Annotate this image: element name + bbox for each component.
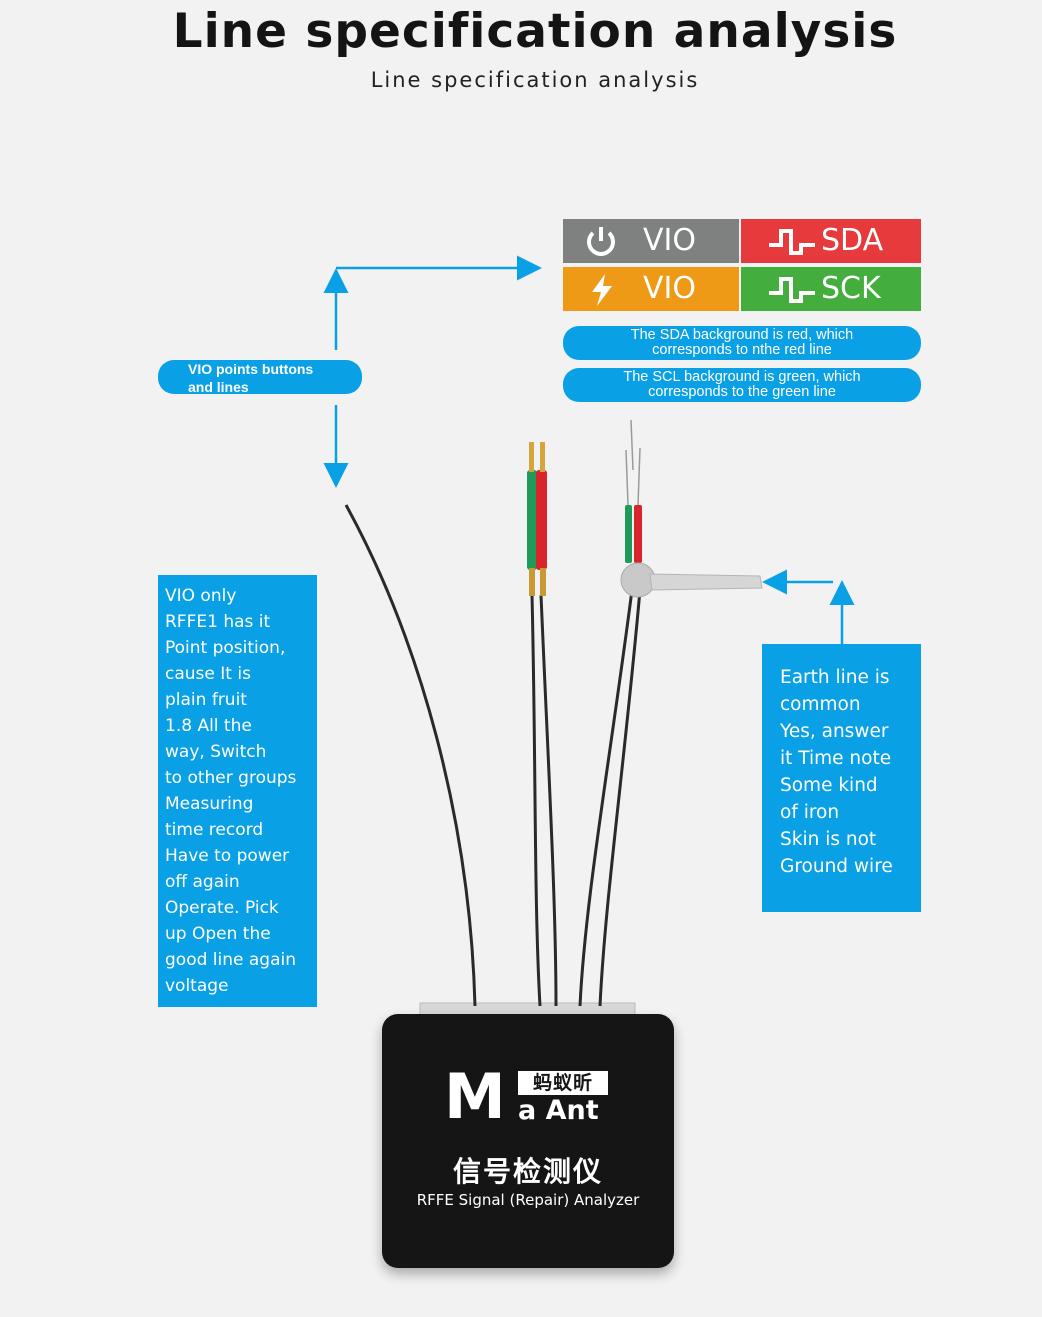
legend-label: SCK — [821, 271, 881, 306]
scl-callout: The SCL background is green, which corre… — [563, 368, 921, 402]
cable-right-a — [578, 589, 634, 1007]
legend-sck: SCK — [741, 267, 921, 311]
legend-sda: SDA — [741, 219, 921, 263]
ground-braid — [649, 573, 763, 591]
page-title: Line specification analysis — [172, 4, 898, 59]
power-icon — [587, 227, 615, 256]
probe-wire-red — [539, 594, 558, 1007]
legend-label: VIO — [643, 271, 696, 306]
logo-letter: M — [444, 1060, 506, 1133]
vio-wire — [344, 504, 477, 1007]
arrow-up-right — [323, 255, 542, 350]
signal-pulse-icon — [769, 229, 815, 255]
arrow-ground — [762, 569, 855, 644]
probe-red — [536, 470, 547, 570]
vio-points-callout: VIO points buttons and lines — [158, 360, 362, 395]
probe-green — [527, 470, 537, 570]
page-subtitle: Line specification analysis — [370, 68, 700, 92]
legend-label: SDA — [821, 223, 884, 258]
legend-vio-power: VIO — [563, 219, 739, 263]
signal-legend: VIO SDA VIO SCK — [563, 219, 921, 313]
device-name-chinese: 信号检测仪 — [452, 1155, 603, 1188]
legend-vio-lightning: VIO — [563, 267, 739, 311]
analyzer-device — [382, 1014, 674, 1268]
probe-tip-red — [540, 442, 545, 472]
probe-tip-green — [529, 442, 534, 472]
sda-callout: The SDA background is red, which corresp… — [563, 326, 921, 360]
lightning-icon — [592, 274, 612, 306]
legend-label: VIO — [643, 223, 696, 258]
cable-right-b — [598, 589, 642, 1007]
logo-chinese: 蚂蚁昕 — [518, 1071, 608, 1095]
logo-english: a Ant — [518, 1095, 599, 1126]
signal-pulse-icon — [769, 277, 815, 303]
ground-clip-joint — [620, 562, 656, 598]
device-name-english: RFFE Signal (Repair) Analyzer — [416, 1191, 640, 1209]
probe-wire-green — [530, 594, 542, 1007]
